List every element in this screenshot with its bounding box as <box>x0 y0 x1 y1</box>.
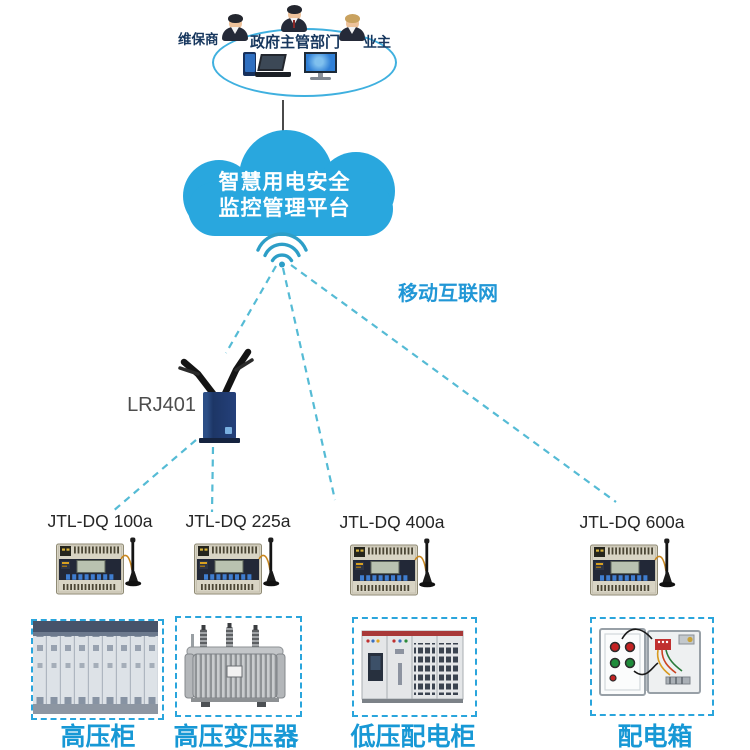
detector3-label: JTL-DQ 400a <box>339 512 445 532</box>
hv-cabinet-label: 高压柜 <box>60 723 136 750</box>
distribution-box-photo <box>592 619 708 710</box>
government-person-icon <box>280 5 308 40</box>
laptop-icon <box>257 54 287 71</box>
lv-switchgear-label: 低压配电柜 <box>350 723 476 750</box>
cloud-platform: 智慧用电安全 监控管理平台 <box>183 130 398 238</box>
detector3-device <box>350 538 438 600</box>
maintenance-provider-label: 维保商 <box>178 32 219 47</box>
platform-title-line1: 智慧用电安全 <box>218 171 351 194</box>
government-department-label: 政府主管部门 <box>250 34 341 51</box>
detector2-device <box>194 537 282 599</box>
platform-title-line2: 监控管理平台 <box>218 197 351 220</box>
hv-cabinet-photo <box>33 621 158 714</box>
distribution-box-card <box>590 617 714 716</box>
monitor-stand <box>318 73 323 77</box>
wifi-icon <box>256 232 308 268</box>
hv-cabinet-card <box>31 619 164 720</box>
gateway-to-detector1-line <box>111 439 197 513</box>
lv-switchgear-card <box>352 617 477 717</box>
gateway-model-label: LRJ401 <box>127 394 196 416</box>
wifi-to-gateway-line <box>225 265 277 354</box>
wifi-to-detector3-line <box>281 267 337 501</box>
gateway-router <box>203 392 236 439</box>
monitor-base <box>310 77 331 80</box>
maintenance-provider-person-icon <box>221 14 249 49</box>
detector4-label: JTL-DQ 600a <box>579 512 685 532</box>
detector1-label: JTL-DQ 100a <box>47 511 153 531</box>
lv-switchgear-photo <box>354 619 471 711</box>
hv-transformer-label: 高压变压器 <box>173 723 299 750</box>
laptop-base <box>255 72 291 77</box>
owner-label: 业主 <box>363 34 391 50</box>
detector4-device <box>590 538 678 600</box>
gateway-to-detector2-line <box>210 446 215 513</box>
distribution-box-label: 配电箱 <box>617 723 693 750</box>
detector2-label: JTL-DQ 225a <box>185 511 291 531</box>
mobile-internet-label: 移动互联网 <box>398 283 498 305</box>
hv-transformer-photo <box>177 618 296 711</box>
detector1-device <box>56 537 144 599</box>
gateway-antennas <box>178 348 254 402</box>
phone-icon <box>243 52 256 76</box>
gateway-router-base <box>199 438 240 443</box>
owner-person-icon <box>338 14 366 49</box>
monitor-icon <box>304 52 337 73</box>
hv-transformer-card <box>175 616 302 717</box>
